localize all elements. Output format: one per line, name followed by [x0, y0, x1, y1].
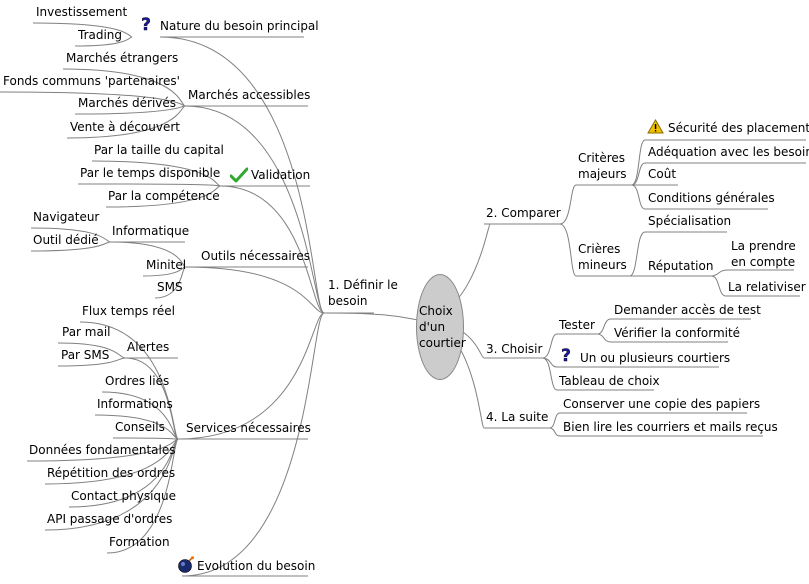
topic-demander-acces-test[interactable]: Demander accès de test — [614, 303, 761, 317]
topic-donnees-fondamentales[interactable]: Données fondamentales — [29, 443, 176, 457]
warning-icon — [647, 119, 664, 134]
central-topic-node[interactable] — [416, 274, 464, 380]
topic-taille-capital[interactable]: Par la taille du capital — [94, 143, 224, 157]
topic-reputation[interactable]: Réputation — [648, 259, 714, 273]
checkmark-icon — [230, 167, 248, 183]
topic-nature-besoin[interactable]: Nature du besoin principal — [160, 19, 319, 33]
topic-outils-necessaires[interactable]: Outils nécessaires — [201, 249, 310, 263]
topic-vente-decouvert[interactable]: Vente à découvert — [70, 120, 181, 134]
topic-outil-dedie[interactable]: Outil dédié — [33, 233, 99, 247]
topic-par-mail[interactable]: Par mail — [62, 325, 111, 339]
topic-trading[interactable]: Trading — [78, 28, 123, 42]
svg-text:?: ? — [141, 15, 151, 33]
topic-criteres-majeurs[interactable]: Critères majeurs — [578, 151, 627, 181]
topic-la-relativiser[interactable]: La relativiser — [728, 280, 806, 294]
topic-conditions-generales[interactable]: Conditions générales — [648, 191, 775, 205]
topic-api-passage-ordres[interactable]: API passage d'ordres — [47, 512, 173, 526]
topic-la-prendre-en-compte[interactable]: La prendre en compte — [731, 239, 796, 269]
topic-cout[interactable]: Coût — [648, 167, 677, 181]
topic-la-suite[interactable]: 4. La suite — [486, 410, 549, 424]
topic-conserver-copie[interactable]: Conserver une copie des papiers — [563, 397, 761, 411]
topic-marches-accessibles[interactable]: Marchés accessibles — [188, 88, 311, 102]
topic-adequation-besoins[interactable]: Adéquation avec les besoins — [648, 145, 809, 159]
topic-evolution-besoin[interactable]: Evolution du besoin — [197, 559, 316, 573]
topic-fonds-communs[interactable]: Fonds communs 'partenaires' — [3, 74, 180, 88]
topic-investissement[interactable]: Investissement — [36, 5, 128, 19]
topic-definir-besoin[interactable]: 1. Définir le besoin — [328, 278, 398, 308]
topic-sms[interactable]: SMS — [157, 280, 183, 294]
topic-informatique[interactable]: Informatique — [112, 224, 190, 238]
topic-marches-etrangers[interactable]: Marchés étrangers — [66, 51, 179, 65]
topic-alertes[interactable]: Alertes — [127, 340, 170, 354]
topic-ordres-lies[interactable]: Ordres liés — [105, 374, 170, 388]
topic-validation[interactable]: Validation — [251, 168, 311, 182]
topic-tester[interactable]: Tester — [559, 318, 595, 332]
topic-informations[interactable]: Informations — [97, 397, 173, 411]
topic-criteres-mineurs[interactable]: Crières mineurs — [578, 242, 627, 272]
topic-services-necessaires[interactable]: Services nécessaires — [186, 421, 311, 435]
topic-par-sms[interactable]: Par SMS — [61, 348, 110, 362]
topic-flux-temps-reel[interactable]: Flux temps réel — [82, 304, 175, 318]
topic-choisir[interactable]: 3. Choisir — [486, 342, 543, 356]
topic-verifier-conformite[interactable]: Vérifier la conformité — [614, 326, 741, 340]
topic-un-ou-plusieurs-courtiers[interactable]: Un ou plusieurs courtiers — [580, 351, 731, 365]
topic-comparer[interactable]: 2. Comparer — [486, 206, 561, 220]
topic-specialisation[interactable]: Spécialisation — [648, 214, 732, 228]
topic-temps-disponible[interactable]: Par le temps disponible — [80, 166, 221, 180]
question-icon: ? — [141, 15, 151, 33]
central-topic-label: Choix d'un courtier — [419, 304, 466, 350]
topic-formation[interactable]: Formation — [109, 535, 170, 549]
topic-contact-physique[interactable]: Contact physique — [71, 489, 177, 503]
topic-marches-derives[interactable]: Marchés dérivés — [78, 96, 177, 110]
topic-bien-lire-courriers[interactable]: Bien lire les courriers et mails reçus — [563, 420, 778, 434]
topic-minitel[interactable]: Minitel — [146, 258, 187, 272]
topic-navigateur[interactable]: Navigateur — [33, 210, 100, 224]
topic-securite-placements[interactable]: Sécurité des placements — [668, 121, 809, 135]
topic-tableau-choix[interactable]: Tableau de choix — [559, 374, 660, 388]
question-icon: ? — [561, 346, 571, 364]
bomb-icon — [178, 556, 194, 573]
svg-text:?: ? — [561, 346, 571, 364]
topic-competence[interactable]: Par la compétence — [108, 189, 220, 203]
topic-conseils[interactable]: Conseils — [115, 420, 165, 434]
topic-repetition-ordres[interactable]: Répétition des ordres — [47, 466, 176, 480]
